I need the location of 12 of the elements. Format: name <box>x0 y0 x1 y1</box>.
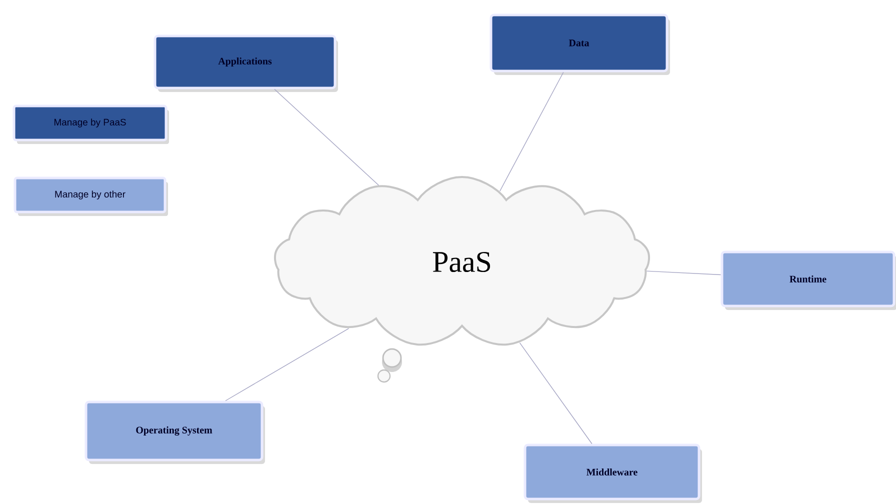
legend-key: Manage by PaaS <box>12 104 168 142</box>
component-box: Middleware <box>524 444 702 503</box>
connector-line <box>646 270 722 276</box>
connector-line <box>519 342 592 444</box>
component-box: Applications <box>154 34 338 92</box>
connector-line <box>225 328 350 402</box>
component-box: Runtime <box>720 250 896 310</box>
connector-line <box>500 72 564 192</box>
component-box: Data <box>490 14 670 75</box>
legend-key: Manage by other <box>14 176 166 214</box>
component-box: Operating System <box>84 400 265 464</box>
connector-line <box>274 88 379 186</box>
